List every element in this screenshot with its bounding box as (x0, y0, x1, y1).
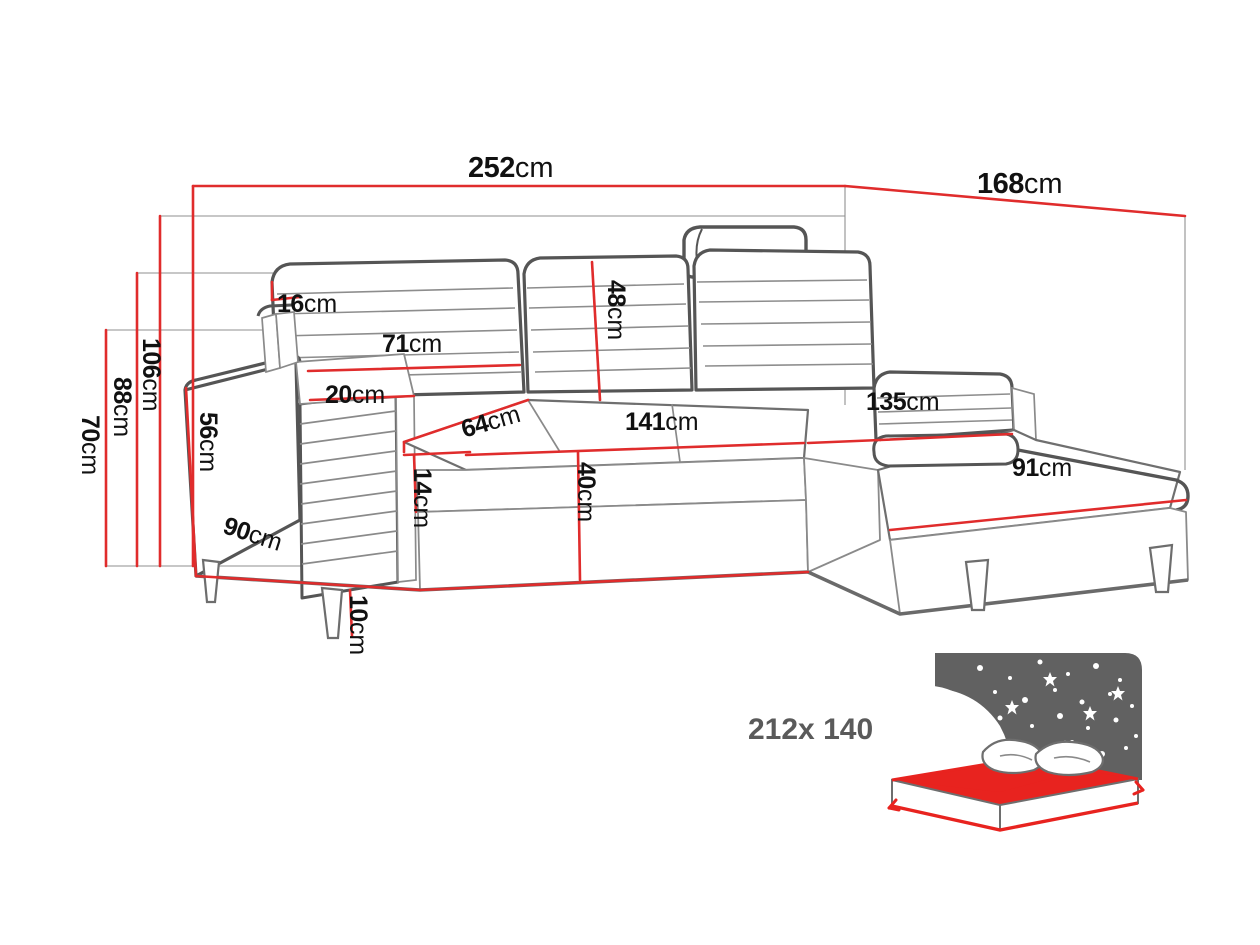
dim-label-16: 16cm (277, 292, 337, 317)
pillow-left (981, 738, 1045, 775)
dimline-48 (590, 260, 602, 402)
arm-rib-lines (299, 410, 399, 565)
dimline-40 (576, 450, 582, 582)
dim-value-168: 168 (977, 168, 1024, 200)
dimline-20 (308, 394, 416, 402)
leg-front-center (320, 586, 344, 640)
leg-chaise-right (1148, 543, 1174, 594)
dim-label-48: 48cm (602, 280, 630, 341)
dim-label-168: 168cm (977, 170, 1063, 199)
dim-unit-14: cm (408, 494, 436, 529)
dimline-141 (464, 441, 806, 457)
dim-unit-56: cm (194, 438, 222, 473)
dim-label-70: 70cm (76, 415, 104, 476)
dim-label-14: 14cm (408, 468, 436, 529)
dim-value-88: 88 (108, 377, 136, 404)
dimline-14 (412, 453, 418, 514)
dim-value-70: 70 (76, 415, 104, 442)
dim-label-71: 71cm (382, 332, 442, 357)
dim-unit-252: cm (514, 152, 554, 184)
dim-label-106: 106cm (137, 338, 165, 412)
dim-unit-71: cm (408, 330, 443, 358)
bed-dimension-arrows (887, 780, 1145, 812)
dim-label-40: 40cm (572, 462, 600, 523)
dim-unit-10: cm (344, 621, 372, 656)
dim-value-106: 106 (137, 338, 165, 379)
dim-value-10: 10 (344, 595, 372, 622)
dimline-16 (270, 295, 302, 302)
leg-front-left (201, 558, 221, 604)
dim-unit-20: cm (351, 381, 386, 409)
dim-label-141: 141cm (625, 410, 699, 435)
dim-label-88: 88cm (108, 377, 136, 438)
dim-label-135: 135cm (866, 390, 940, 415)
dimline-168 (843, 184, 1187, 218)
dim-unit-70: cm (76, 441, 104, 476)
dim-unit-48: cm (602, 306, 630, 341)
dim-value-71: 71 (382, 330, 409, 358)
dim-value-40: 40 (572, 462, 600, 489)
dim-value-48: 48 (602, 280, 630, 307)
dim-value-16: 16 (277, 290, 304, 318)
stars (938, 659, 1138, 764)
dim-label-56: 56cm (194, 412, 222, 473)
dim-label-20: 20cm (325, 383, 385, 408)
bed-icon (887, 653, 1145, 832)
sleeping-area-label: 212x 140 (748, 713, 874, 746)
corner-wedge (803, 457, 881, 573)
dim-value-91: 91 (1012, 454, 1039, 482)
dim-value-14: 14 (408, 468, 436, 495)
back-cushion-middle (522, 254, 694, 394)
dim-unit-141: cm (665, 408, 699, 436)
dimline-135 (878, 432, 1014, 442)
dim-value-252: 252 (468, 152, 515, 184)
dimline-64 (402, 398, 530, 444)
dim-value-135: 135 (866, 388, 907, 416)
pillow-right (1034, 740, 1104, 777)
dimline-90 (194, 574, 422, 592)
dim-unit-40: cm (572, 488, 600, 523)
dim-label-10: 10cm (344, 595, 372, 656)
left-arm-front (298, 390, 400, 600)
dim-unit-91: cm (1038, 454, 1073, 482)
dim-unit-106: cm (137, 378, 165, 412)
dim-value-20: 20 (325, 381, 352, 409)
dim-value-141: 141 (625, 408, 666, 436)
dim-unit-168: cm (1023, 168, 1063, 200)
leg-chaise-front (964, 558, 990, 612)
sofa-legs (201, 543, 1174, 640)
dim-unit-16: cm (303, 290, 338, 318)
dim-value-56: 56 (194, 412, 222, 439)
dimline-71 (306, 363, 522, 373)
dimline-91 (888, 498, 1188, 532)
back-cushion-right (692, 248, 876, 392)
dim-unit-135: cm (906, 388, 940, 416)
dim-label-91: 91cm (1012, 456, 1072, 481)
dim-unit-88: cm (108, 403, 136, 438)
dimline-56 (184, 386, 198, 578)
dimline-10 (348, 588, 354, 638)
dimension-lines (104, 184, 1188, 638)
dim-label-252: 252cm (468, 154, 554, 183)
mattress-base-trim (891, 801, 1139, 832)
